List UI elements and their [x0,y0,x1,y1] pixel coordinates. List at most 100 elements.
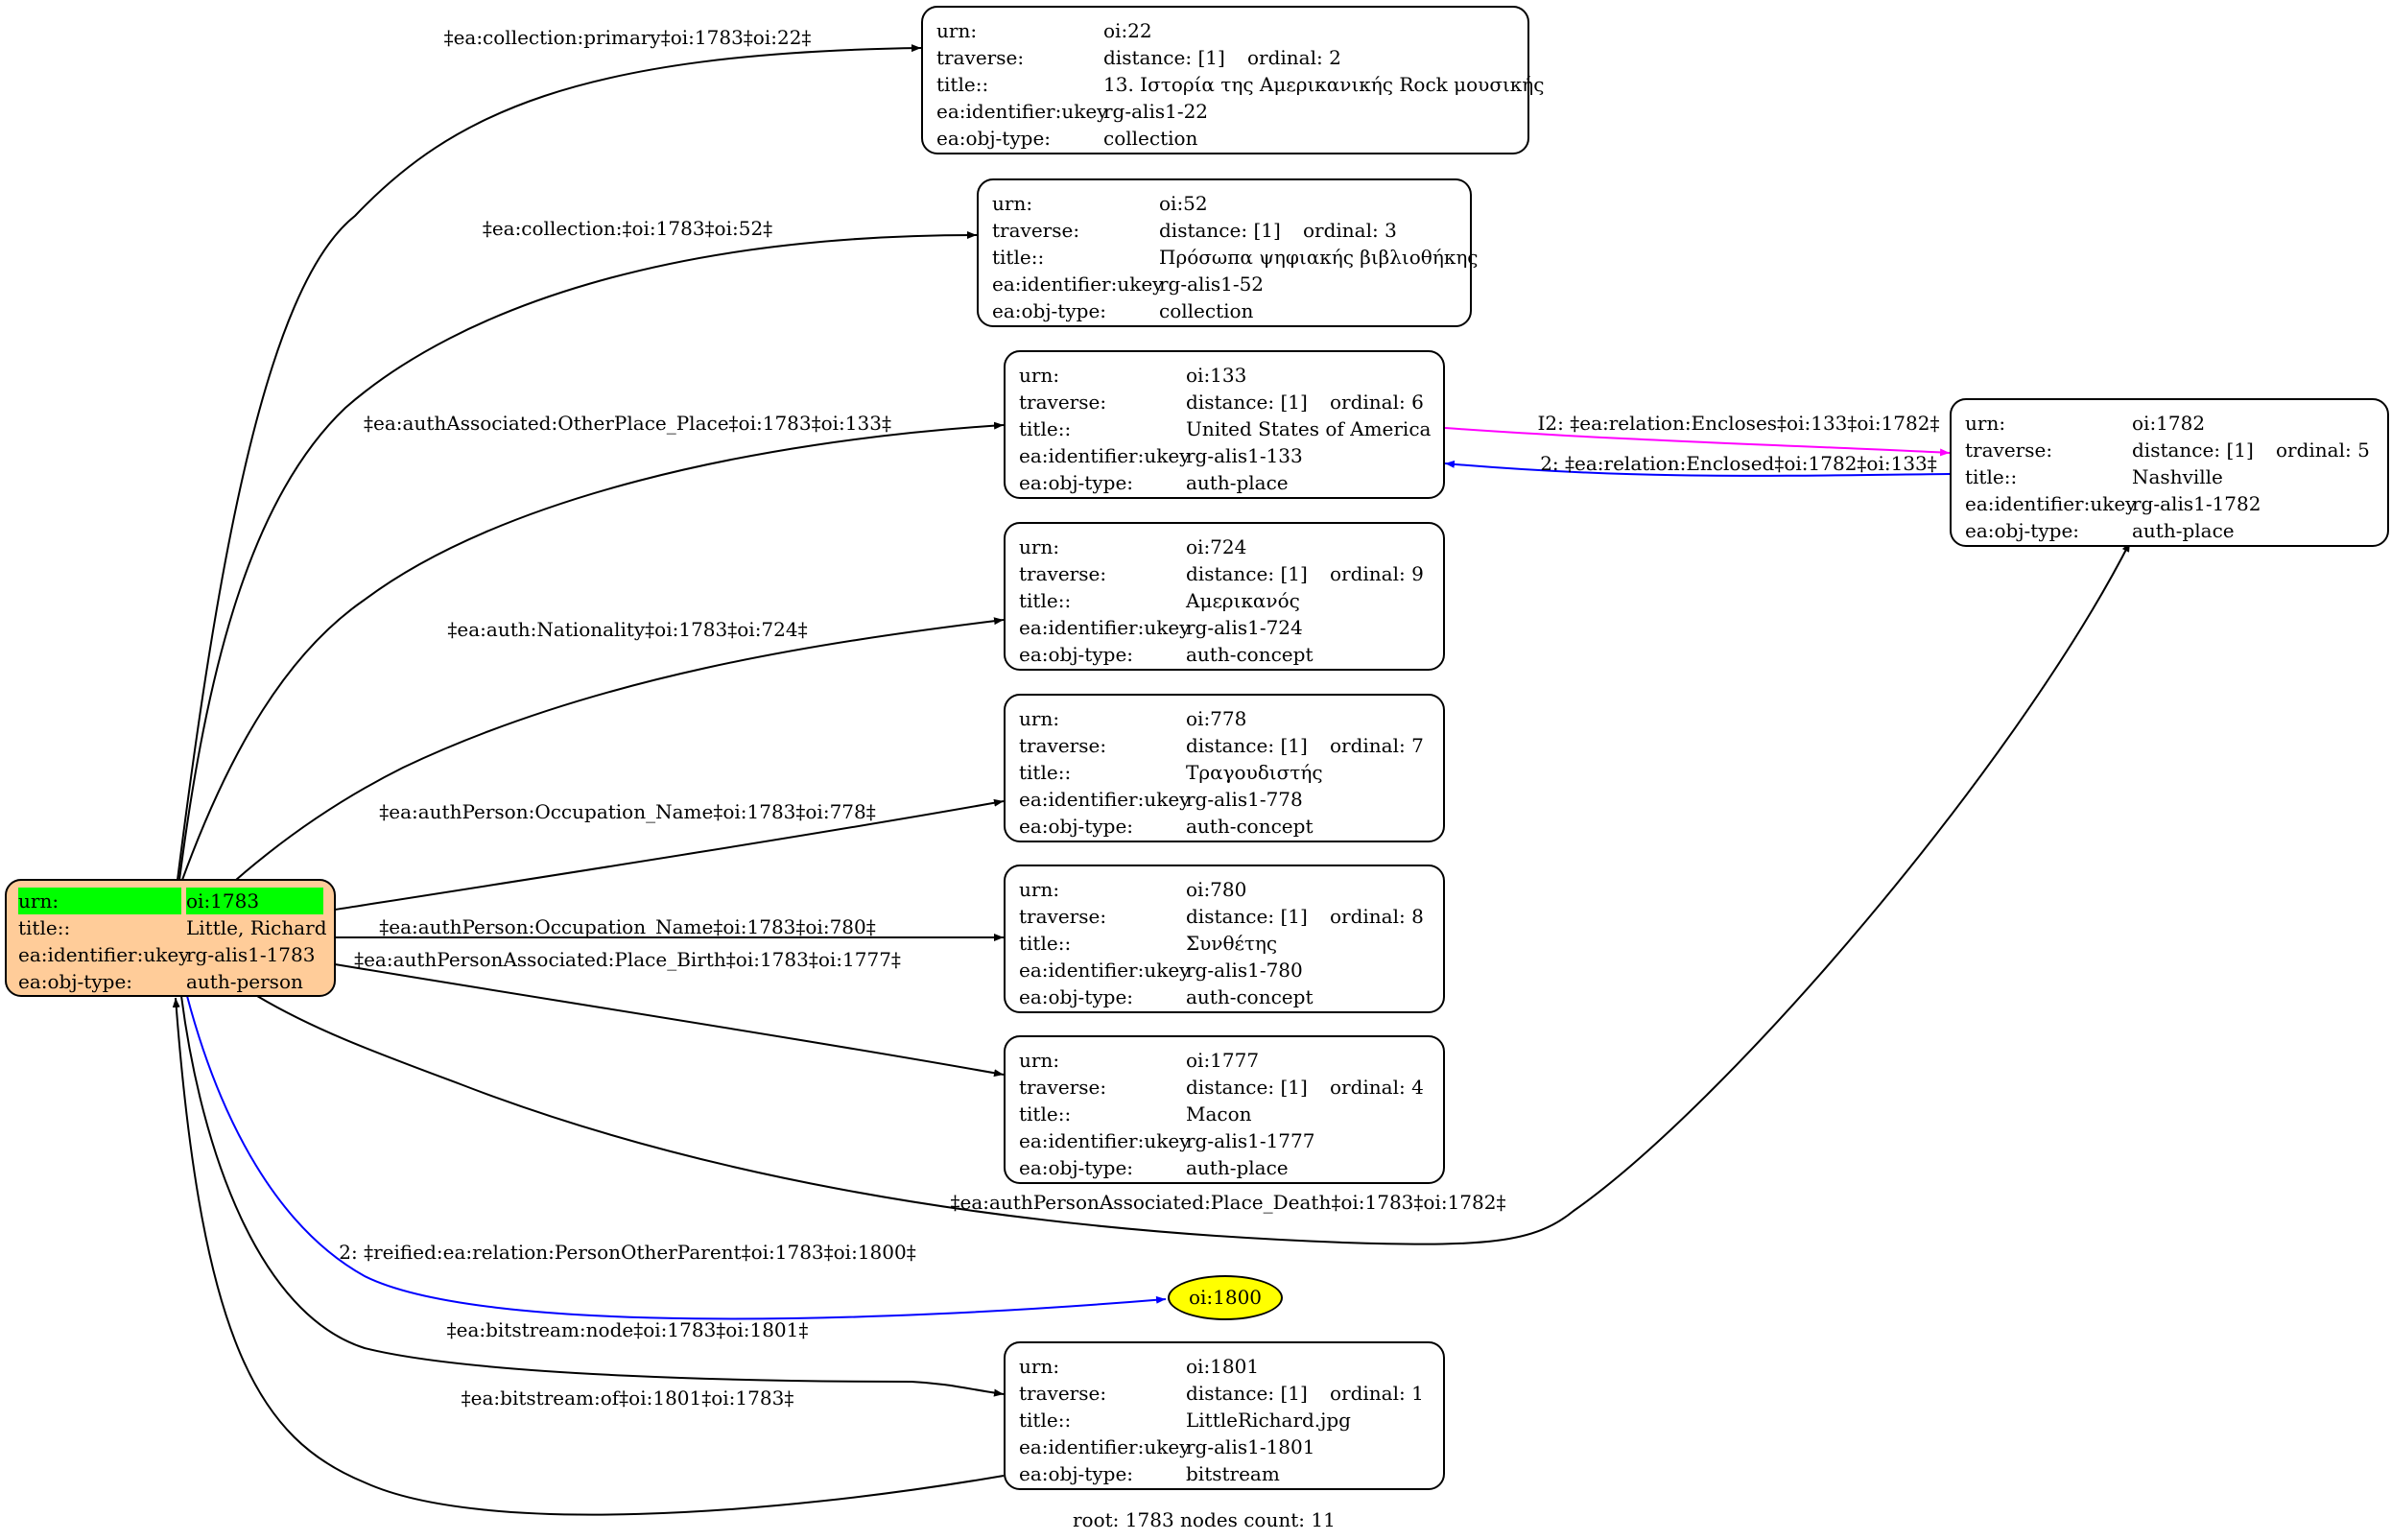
edge-path-enclosed [1444,460,1951,477]
title-value: Πρόσωπα ψηφιακής βιβλιοθήκης [1159,246,1479,269]
root-type-value: auth-person [186,970,303,993]
traverse-row: traverse: distance: [1]ordinal: 5 [1965,437,2374,463]
title-key: title:: [1019,1102,1072,1125]
urn-value: oi:724 [1186,535,1247,558]
root-urn-row: urn: oi:1783 [18,888,323,914]
title-key: title:: [1965,465,2018,488]
edge-label-person-other-parent: 2: ‡reified:ea:relation:PersonOtherParen… [339,1241,915,1264]
edge-path-bitstream-node [180,995,1005,1397]
distance-value: distance: [1] [1186,905,1308,928]
title-row: title:: LittleRichard.jpg [1019,1407,1430,1433]
ordinal-value: ordinal: 7 [1330,734,1424,757]
traverse-value: distance: [1] ordinal: 2 [1103,44,1341,71]
urn-row: urn: oi:52 [992,190,1456,217]
urn-row: urn: oi:133 [1019,362,1430,389]
obj-type-key: ea:obj-type: [1019,643,1134,666]
ukey-row: ea:identifier:ukey rg-alis1-1782 [1965,490,2374,517]
obj-type-value: auth-place [1186,1156,1289,1179]
traverse-row: traverse: distance: [1]ordinal: 4 [1019,1074,1430,1101]
urn-row: urn: oi:22 [936,17,1514,44]
traverse-row: traverse: distance: [1]ordinal: 3 [992,217,1456,244]
obj-type-key: ea:obj-type: [992,299,1107,322]
obj-type-key: ea:obj-type: [1019,1156,1134,1179]
title-row: title:: Αμερικανός [1019,587,1430,614]
urn-key: urn: [1019,1355,1060,1378]
edge-label-place-death: ‡ea:authPersonAssociated:Place_Death‡oi:… [951,1191,1506,1214]
edge-label-bitstream-of: ‡ea:bitstream:of‡oi:1801‡oi:1783‡ [462,1386,794,1410]
node-oi-778[interactable]: urn: oi:778 traverse: distance: [1]ordin… [1004,694,1445,842]
distance-value: distance: [1] [1103,46,1225,69]
urn-row: urn: oi:1782 [1965,410,2374,437]
ordinal-value: ordinal: 5 [2276,438,2370,462]
node-oi-1777[interactable]: urn: oi:1777 traverse: distance: [1]ordi… [1004,1035,1445,1184]
obj-type-key: ea:obj-type: [936,127,1052,150]
node-oi-52[interactable]: urn: oi:52 traverse: distance: [1]ordina… [977,178,1479,327]
root-urn-key: urn: [18,888,181,914]
ukey-row: ea:identifier:ukey rg-alis1-133 [1019,442,1430,469]
obj-type-key: ea:obj-type: [1019,815,1134,838]
urn-key: urn: [1019,364,1060,387]
obj-type-value: auth-concept [1186,815,1314,838]
obj-type-row: ea:obj-type: collection [936,125,1514,152]
obj-type-value: auth-concept [1186,643,1314,666]
edge-path-person-other-parent [186,995,1167,1320]
node-oi-1782[interactable]: urn: oi:1782 traverse: distance: [1]ordi… [1950,398,2389,547]
traverse-key: traverse: [1019,391,1107,414]
ukey-key: ea:identifier:ukey [992,272,1164,296]
urn-value: oi:22 [1103,19,1152,42]
obj-type-value: bitstream [1186,1462,1280,1485]
urn-value: oi:1782 [2132,412,2206,435]
urn-key: urn: [1019,707,1060,730]
ukey-value: rg-alis1-1782 [2132,492,2261,515]
ordinal-value: ordinal: 2 [1247,46,1341,69]
root-node-oi-1783[interactable]: urn: oi:1783 title:: Little, Richard ea:… [5,879,336,997]
obj-type-row: ea:obj-type: collection [992,297,1456,324]
traverse-value: distance: [1]ordinal: 9 [1186,560,1424,587]
node-oi-133[interactable]: urn: oi:133 traverse: distance: [1]ordin… [1004,350,1445,499]
urn-key: urn: [1965,412,2006,435]
edge-label-collection-primary: ‡ea:collection:primary‡oi:1783‡oi:22‡ [444,26,812,49]
obj-type-value: auth-place [2132,519,2235,542]
edge-path-collection-primary [177,44,922,881]
edge-label-occupation-780: ‡ea:authPerson:Occupation_Name‡oi:1783‡o… [379,915,876,938]
root-type-row: ea:obj-type: auth-person [18,968,322,995]
traverse-value: distance: [1] ordinal: 1 [1186,1380,1424,1407]
traverse-row: traverse: distance: [1] ordinal: 1 [1019,1380,1430,1407]
node-oi-1801[interactable]: urn: oi:1801 traverse: distance: [1] ordi… [1004,1341,1445,1490]
ukey-key: ea:identifier:ukey [1965,492,2137,515]
traverse-row: traverse: distance: [1]ordinal: 2 [936,44,1514,71]
distance-value: distance: [1] [2132,438,2254,462]
traverse-key: traverse: [1019,1382,1107,1405]
node-oi-780[interactable]: urn: oi:780 traverse: distance: [1]ordin… [1004,865,1445,1013]
title-row: title:: United States of America [1019,415,1431,442]
ukey-key: ea:identifier:ukey [936,100,1108,123]
node-oi-1800[interactable]: oi:1800 [1168,1275,1283,1320]
node-oi-1800-label: oi:1800 [1188,1286,1263,1309]
root-ukey-value: rg-alis1-1783 [186,943,316,966]
urn-value: oi:52 [1159,192,1208,215]
ukey-row: ea:identifier:ukey rg-alis1-778 [1019,786,1430,813]
ordinal-value: ordinal: 6 [1330,391,1424,414]
obj-type-value: auth-place [1186,471,1289,494]
obj-type-key: ea:obj-type: [1019,471,1134,494]
edge-path-collection [178,231,978,881]
edge-path-encloses [1444,427,1951,457]
ordinal-value: ordinal: 1 [1330,1382,1424,1405]
ordinal-value: ordinal: 8 [1330,905,1424,928]
obj-type-key: ea:obj-type: [1019,1462,1134,1485]
ukey-key: ea:identifier:ukey [1019,1435,1191,1458]
obj-type-value: collection [1159,299,1254,322]
graph-footer: root: 1783 nodes count: 11 [1073,1508,1336,1531]
edge-label-place-birth: ‡ea:authPersonAssociated:Place_Birth‡oi:… [354,948,901,971]
urn-key: urn: [1019,878,1060,901]
distance-value: distance: [1] [1186,1382,1308,1405]
title-value: Τραγουδιστής [1186,761,1323,784]
node-oi-724[interactable]: urn: oi:724 traverse: distance: [1]ordin… [1004,522,1445,671]
distance-value: distance: [1] [1159,219,1281,242]
ukey-row: ea:identifier:ukey rg-alis1-52 [992,271,1456,297]
title-row: title:: Τραγουδιστής [1019,759,1430,786]
node-oi-22[interactable]: urn: oi:22 traverse: distance: [1]ordina… [921,6,1545,154]
urn-value: oi:1801 [1186,1355,1260,1378]
edge-label-nationality: ‡ea:auth:Nationality‡oi:1783‡oi:724‡ [447,618,807,641]
